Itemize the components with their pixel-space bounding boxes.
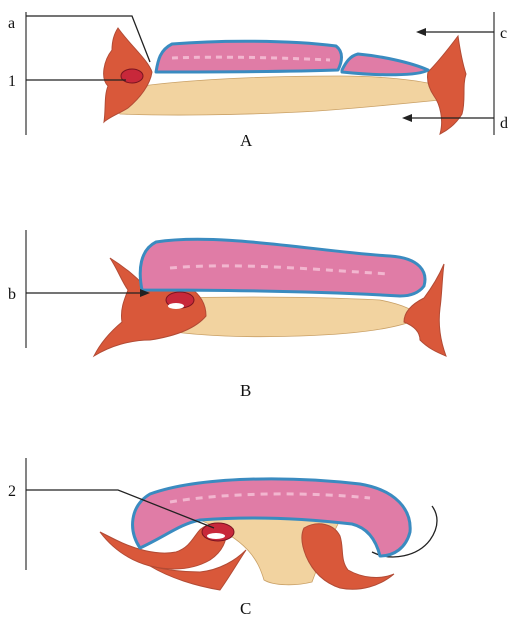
panel-a: a 1 c d A [8,12,508,150]
panel-b-heart-lumen [168,303,184,309]
panel-a-amnion-right [342,54,428,75]
leader-c-arrowhead [416,28,426,36]
panel-a-caption: A [240,131,253,150]
panel-c-caption: C [240,599,251,618]
leader-d-arrowhead [402,114,412,122]
panel-a-right-mesoderm [427,36,466,134]
label-a: a [8,15,15,32]
panel-a-heart-tube [121,69,143,83]
label-c: c [500,25,507,42]
label-one: 1 [8,73,16,90]
panel-a-yolk-sac [108,76,440,115]
label-b: b [8,286,16,303]
label-d: d [500,115,508,132]
panel-c: 2 C [8,458,437,618]
panel-b-caption: B [240,381,251,400]
panel-c-heart-lumen [207,533,225,539]
panel-b: b B [8,230,446,400]
label-two: 2 [8,483,16,500]
